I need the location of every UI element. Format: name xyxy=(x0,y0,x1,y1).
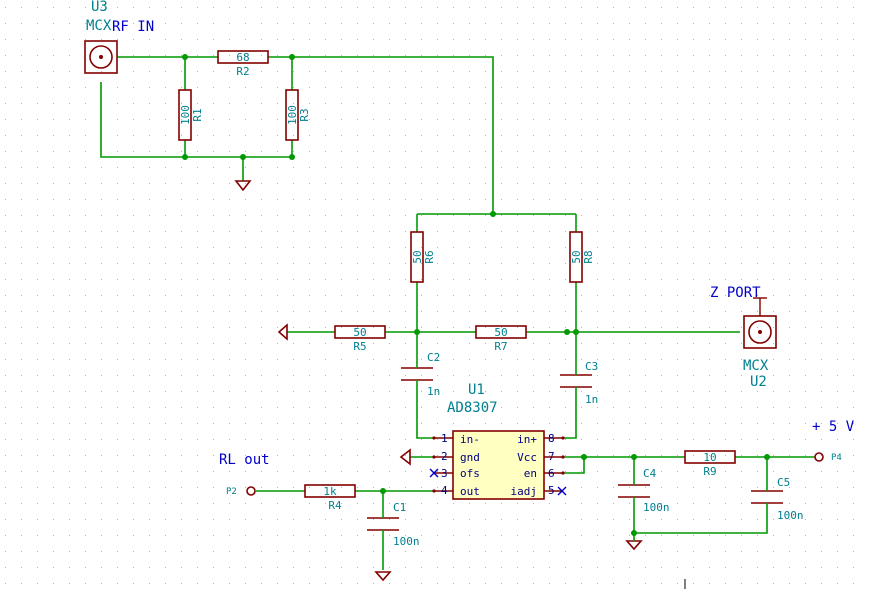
pin-name: out xyxy=(460,485,480,498)
net-label-plus5v: + 5 V xyxy=(812,419,855,435)
resistor-r6[interactable]: 50 R6 xyxy=(410,231,436,283)
c3-value: 1n xyxy=(585,393,598,406)
c4-ref: C4 xyxy=(643,467,657,480)
r3-ref: R3 xyxy=(298,108,311,121)
pin-number: 3 xyxy=(441,467,448,480)
c5-ref: C5 xyxy=(777,476,790,489)
r4-value: 1k xyxy=(323,485,337,498)
r2-ref: R2 xyxy=(236,65,249,78)
u3-ref: U3 xyxy=(91,0,108,15)
resistor-r4[interactable]: 1k R4 xyxy=(304,484,356,512)
ic-u1-ad8307[interactable]: U1 AD8307 1 in- 2 gnd 3 ofs 4 out 8 in+ … xyxy=(432,382,565,500)
ground-symbol xyxy=(399,448,411,466)
net-label-rf-in: RF IN xyxy=(112,19,154,35)
r9-value: 10 xyxy=(703,451,716,464)
ground-symbol xyxy=(625,533,643,551)
r7-ref: R7 xyxy=(494,340,507,353)
ground-symbol xyxy=(277,323,288,341)
pin-name: en xyxy=(524,467,537,480)
no-connect-pin-3 xyxy=(429,468,439,478)
pin-number: 6 xyxy=(548,467,555,480)
u2-value: MCX xyxy=(743,358,769,374)
u1-value: AD8307 xyxy=(447,400,498,416)
c3-ref: C3 xyxy=(585,360,598,373)
resistor-r5[interactable]: 50 R5 xyxy=(334,325,386,353)
ground-symbol xyxy=(234,180,252,192)
c1-ref: C1 xyxy=(393,501,406,514)
capacitor-c3[interactable]: C3 1n xyxy=(560,360,598,406)
resistor-r8[interactable]: 50 R8 xyxy=(569,231,595,283)
pin-name: in- xyxy=(460,433,480,446)
c2-ref: C2 xyxy=(427,351,440,364)
u1-ref: U1 xyxy=(468,382,485,398)
connector-u3[interactable]: U3 MCX xyxy=(84,0,118,74)
mcx-connector-ring xyxy=(748,320,772,344)
r4-ref: R4 xyxy=(328,499,342,512)
u3-value: MCX xyxy=(86,18,112,34)
pin-number: 7 xyxy=(548,450,555,463)
r1-ref: R1 xyxy=(191,108,204,121)
pin-name: gnd xyxy=(460,451,480,464)
ground-symbol xyxy=(374,571,392,582)
resistor-r1[interactable]: 100 R1 xyxy=(178,89,204,141)
c4-value: 100n xyxy=(643,501,670,514)
p2-label: P2 xyxy=(226,487,237,497)
resistor-r9[interactable]: 10 R9 xyxy=(684,450,736,478)
pin-number: 2 xyxy=(441,450,448,463)
junctions xyxy=(182,54,770,536)
c5-value: 100n xyxy=(777,509,804,522)
net-label-z-port: Z PORT xyxy=(710,285,761,301)
r5-ref: R5 xyxy=(353,340,366,353)
port-p4[interactable]: P4 xyxy=(814,452,842,463)
pin-number: 8 xyxy=(548,432,555,445)
mcx-connector-pin xyxy=(758,330,762,334)
c2-value: 1n xyxy=(427,385,440,398)
r8-value: 50 xyxy=(570,250,583,263)
c1-value: 100n xyxy=(393,535,420,548)
r7-value: 50 xyxy=(494,326,507,339)
p4-label: P4 xyxy=(831,453,842,463)
port-p2[interactable]: P2 xyxy=(226,486,256,497)
r3-value: 100 xyxy=(286,105,299,125)
pin-number: 4 xyxy=(441,484,448,497)
mcx-connector-body xyxy=(84,40,118,74)
r6-ref: R6 xyxy=(423,250,436,263)
capacitor-c1[interactable]: C1 100n xyxy=(367,501,420,548)
r6-value: 50 xyxy=(411,250,424,263)
capacitor-c4[interactable]: C4 100n xyxy=(618,467,670,514)
capacitor-c2[interactable]: C2 1n xyxy=(401,351,440,398)
r1-value: 100 xyxy=(179,105,192,125)
u2-ref: U2 xyxy=(750,374,767,390)
mcx-connector-pin xyxy=(99,55,103,59)
r5-value: 50 xyxy=(353,326,366,339)
connector-u2[interactable]: MCX U2 xyxy=(743,297,777,390)
pin-name: Vcc xyxy=(517,451,537,464)
pin-number: 5 xyxy=(548,484,555,497)
resistor-r7[interactable]: 50 R7 xyxy=(475,325,527,353)
net-label-rl-out: RL out xyxy=(219,452,270,468)
pin-name: ofs xyxy=(460,467,480,480)
grid-dots xyxy=(5,7,854,584)
pin-name: in+ xyxy=(517,433,537,446)
resistor-r2[interactable]: 68 R2 xyxy=(217,50,269,78)
pin-name: iadj xyxy=(511,485,538,498)
pin-number: 1 xyxy=(441,432,448,445)
no-connect-pin-5 xyxy=(557,486,567,496)
capacitor-c5[interactable]: C5 100n xyxy=(751,476,804,522)
wires xyxy=(100,56,815,570)
r2-value: 68 xyxy=(236,51,249,64)
r9-ref: R9 xyxy=(703,465,716,478)
r8-ref: R8 xyxy=(582,250,595,263)
resistor-r3[interactable]: 100 R3 xyxy=(285,89,311,141)
mcx-connector-ring xyxy=(89,45,113,69)
